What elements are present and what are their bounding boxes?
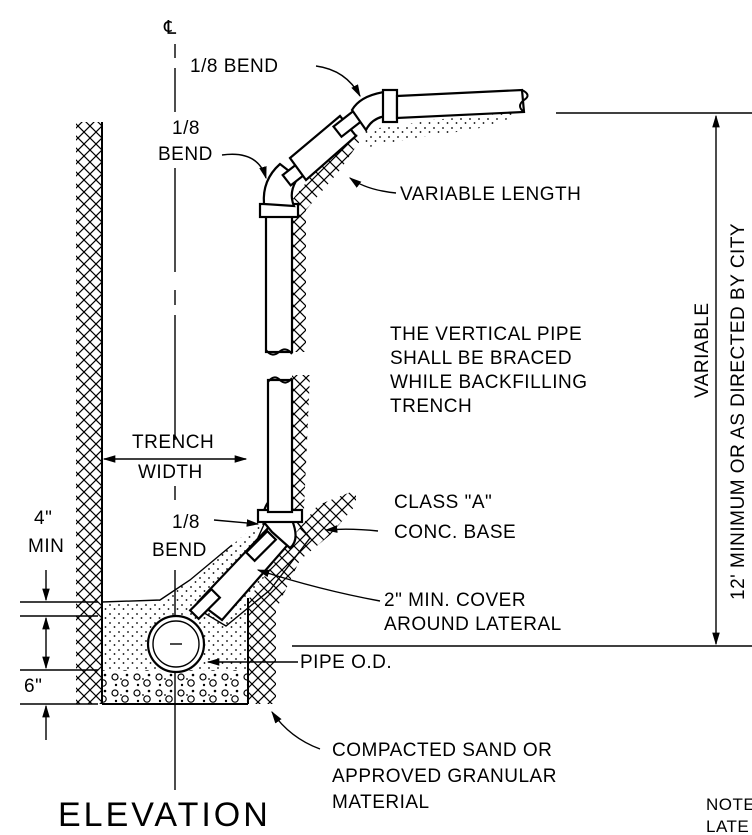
label-trench-2: WIDTH <box>138 462 203 483</box>
note-line-1: THE VERTICAL PIPE <box>390 324 582 345</box>
centerline-symbol: ℄ <box>163 18 177 39</box>
label-bend-low-2: BEND <box>152 540 207 561</box>
label-pipe-od: PIPE O.D. <box>300 652 392 673</box>
vertical-pipe-lower <box>266 376 294 514</box>
label-class-a-1: CLASS "A" <box>394 492 492 513</box>
note-line-4: TRENCH <box>390 396 472 417</box>
label-6in: 6" <box>24 676 42 697</box>
label-cover-1: 2" MIN. COVER <box>384 590 526 611</box>
upper-bends <box>262 88 529 208</box>
label-4in-2: MIN <box>28 536 64 557</box>
vertical-pipe-upper <box>258 202 300 356</box>
note-partial-1: NOTE <box>706 795 752 814</box>
label-variable-vertical: VARIABLE <box>692 302 713 398</box>
label-bend-mid-1: 1/8 <box>172 118 200 139</box>
label-sand-1: COMPACTED SAND OR <box>332 740 552 761</box>
trench-right-wall <box>248 490 356 704</box>
note-line-3: WHILE BACKFILLING <box>390 372 588 393</box>
gravel-bedding <box>102 670 248 704</box>
label-4in-1: 4" <box>34 508 52 529</box>
label-sand-3: MATERIAL <box>332 792 430 813</box>
soil-upper <box>362 112 520 148</box>
label-class-a-2: CONC. BASE <box>394 522 516 543</box>
label-bend-top: 1/8 BEND <box>190 56 278 77</box>
label-minimum-vertical: 12' MINIMUM OR AS DIRECTED BY CITY <box>728 223 749 600</box>
label-variable-length: VARIABLE LENGTH <box>400 184 581 205</box>
note-line-2: SHALL BE BRACED <box>390 348 572 369</box>
label-cover-2: AROUND LATERAL <box>384 614 562 635</box>
label-bend-mid-2: BEND <box>158 144 213 165</box>
trench-left-wall <box>76 122 102 704</box>
note-partial-2: LATE <box>706 817 749 835</box>
hatch-upper-bend <box>292 130 362 352</box>
label-sand-2: APPROVED GRANULAR <box>332 766 557 787</box>
hatch-vertical-pipe <box>292 375 310 510</box>
drawing-title: ELEVATION <box>58 796 271 834</box>
label-bend-low-1: 1/8 <box>172 512 200 533</box>
label-trench-1: TRENCH <box>132 432 214 453</box>
